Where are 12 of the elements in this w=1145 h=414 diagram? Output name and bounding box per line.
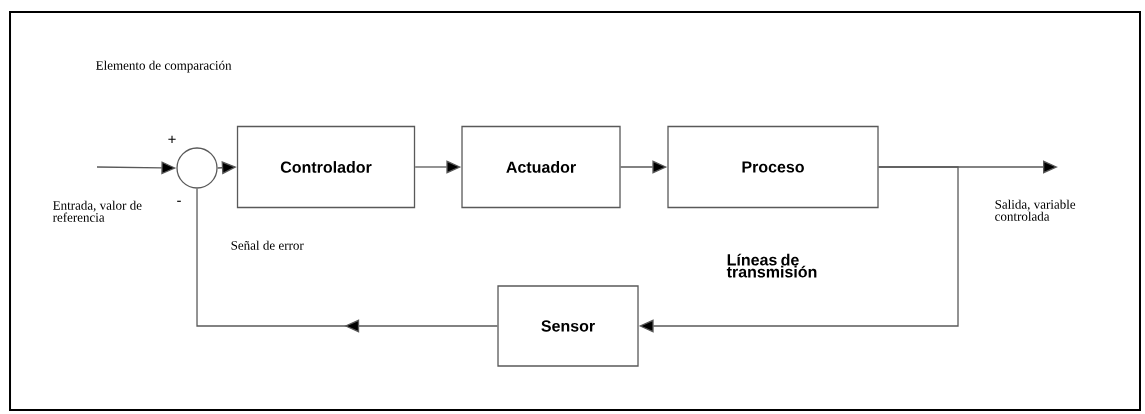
input-label: Entrada, valor de referencia <box>52 200 142 222</box>
block-box: Proceso <box>667 125 879 209</box>
junction-caption: Elemento de comparación <box>96 60 232 73</box>
error-signal-label: Señal de error <box>231 240 304 250</box>
block-box: Sensor <box>497 285 639 367</box>
block-box: Actuador <box>461 125 621 209</box>
block-box: Controlador <box>236 125 416 209</box>
edge-label: Salida, variable controlada <box>995 199 1076 221</box>
arrow <box>196 188 498 333</box>
edge-label: Líneas de transmisión <box>726 253 817 278</box>
sign-label: + <box>168 135 176 143</box>
summing-junction <box>176 147 218 189</box>
